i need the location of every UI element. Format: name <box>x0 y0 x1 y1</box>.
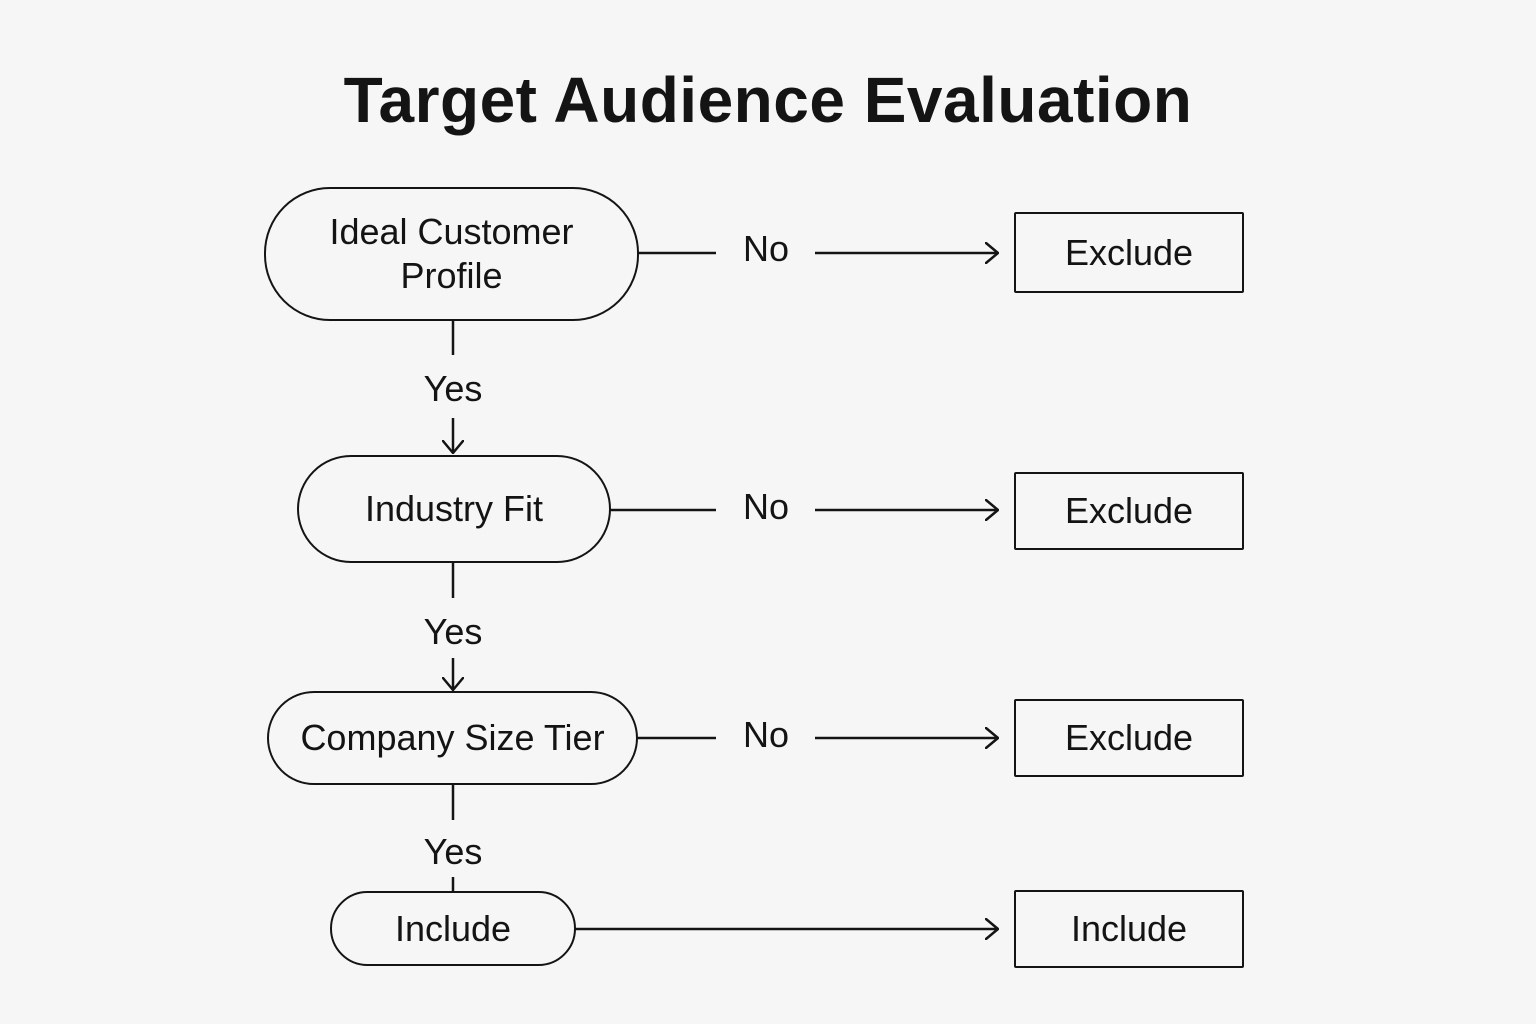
decision-industry-fit: Industry Fit <box>297 455 611 563</box>
decision-include: Include <box>330 891 576 966</box>
outcome-include: Include <box>1014 890 1244 968</box>
edge-label-no-1: No <box>730 229 802 269</box>
outcome-label: Include <box>1070 908 1188 949</box>
outcome-label: Exclude <box>1064 490 1194 531</box>
outcome-exclude-3: Exclude <box>1014 699 1244 777</box>
outcome-exclude-2: Exclude <box>1014 472 1244 550</box>
edge-label-yes-3: Yes <box>413 832 493 872</box>
decision-label: Include <box>394 907 512 949</box>
edge-label-no-3: No <box>730 715 802 755</box>
outcome-exclude-1: Exclude <box>1014 212 1244 293</box>
decision-label: Company Size Tier <box>300 717 605 758</box>
outcome-label: Exclude <box>1064 717 1194 758</box>
diagram-title: Target Audience Evaluation <box>343 64 1193 136</box>
decision-company-size-tier: Company Size Tier <box>267 691 638 785</box>
outcome-label: Exclude <box>1064 231 1194 273</box>
edge-label-yes-1: Yes <box>413 369 493 409</box>
decision-label: Ideal Customer Profile <box>329 211 574 296</box>
edge-label-yes-2: Yes <box>413 612 493 652</box>
edge-label-no-2: No <box>730 487 802 527</box>
decision-ideal-customer-profile: Ideal Customer Profile <box>264 187 639 321</box>
decision-label: Industry Fit <box>364 488 544 529</box>
